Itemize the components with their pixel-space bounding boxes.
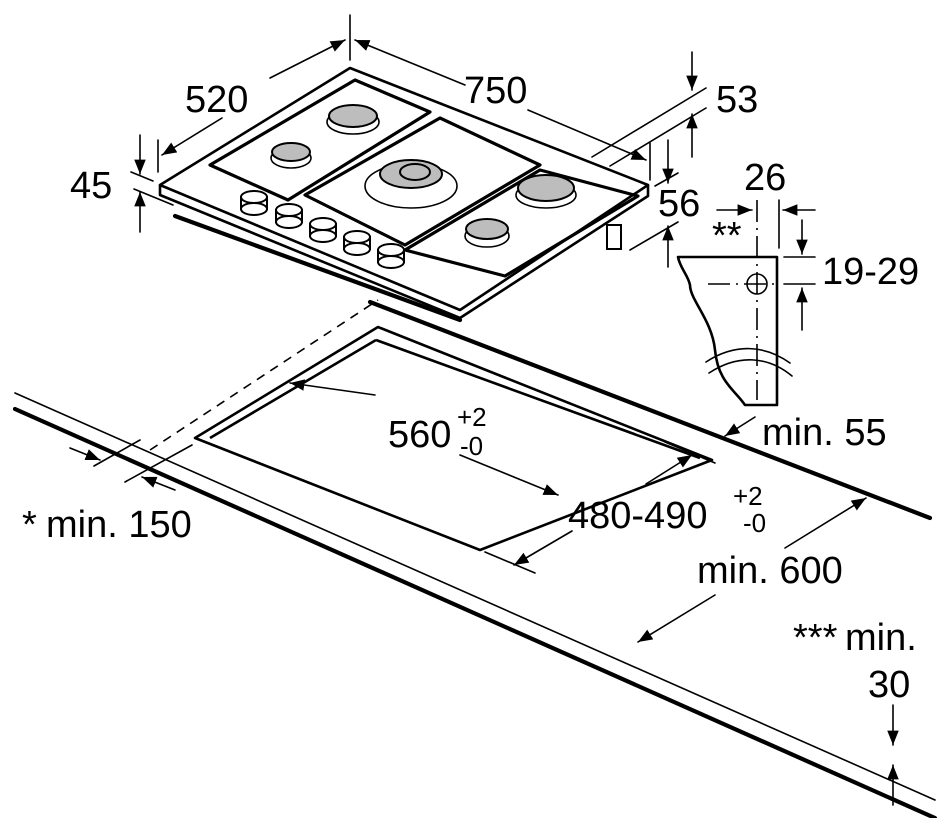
control-knob bbox=[275, 203, 303, 229]
hob bbox=[158, 66, 650, 323]
dim-750-line-right bbox=[527, 109, 647, 161]
worktop bbox=[12, 299, 938, 818]
dim-480-arrow-bottom bbox=[513, 530, 573, 566]
label-height: 45 bbox=[70, 165, 112, 207]
worktop-bottom-front-edge bbox=[12, 406, 938, 818]
dim-55-arrow bbox=[724, 416, 756, 437]
worktop-top-front-edge bbox=[14, 392, 936, 801]
dim-53-ext-top bbox=[591, 87, 707, 158]
bracket-break-line-1 bbox=[705, 347, 791, 364]
dim-560-arrow-left bbox=[289, 379, 376, 396]
pan-support-right bbox=[403, 168, 640, 278]
control-knob bbox=[343, 230, 371, 256]
burner-rear-left bbox=[326, 104, 380, 135]
label-worktop-thickness-marker: *** bbox=[793, 617, 838, 659]
label-bracket-width: 26 bbox=[744, 157, 786, 199]
label-depth: 520 bbox=[185, 79, 248, 121]
burner-front-left bbox=[270, 142, 312, 169]
dim-480-ext-top bbox=[664, 441, 716, 464]
pan-support-middle bbox=[303, 116, 542, 247]
label-cutout-depth-tol-minus: -0 bbox=[743, 508, 766, 538]
label-back-clearance: min. 55 bbox=[762, 412, 887, 454]
control-knob bbox=[240, 190, 268, 216]
control-knob bbox=[377, 243, 405, 269]
label-width: 750 bbox=[464, 70, 527, 112]
label-side-clearance: min. 150 bbox=[46, 504, 192, 546]
dim-480-ext-bottom bbox=[484, 551, 536, 574]
label-cutout-width-tol-minus: -0 bbox=[460, 431, 483, 461]
label-bracket-height-range: 19-29 bbox=[822, 251, 919, 293]
label-worktop-thickness-min: min. bbox=[845, 617, 917, 659]
control-knob bbox=[309, 217, 337, 243]
label-worktop-depth: min. 600 bbox=[697, 550, 843, 592]
dim-600-arrow-bottom bbox=[637, 594, 716, 643]
label-cutout-depth-tol-plus: +2 bbox=[733, 481, 763, 511]
label-cutout-width-tol-plus: +2 bbox=[457, 402, 487, 432]
dim-150-arrow-right bbox=[141, 476, 176, 491]
dim-560-arrow-right bbox=[459, 454, 559, 496]
dim-150-ext-right bbox=[124, 444, 193, 483]
bracket-break-line-2 bbox=[708, 359, 793, 377]
label-side-clearance-marker: * bbox=[22, 504, 37, 546]
bracket-profile bbox=[676, 255, 779, 407]
label-bracket-marker: ** bbox=[712, 215, 742, 257]
burner-wok-center bbox=[364, 159, 458, 209]
bracket-detail bbox=[676, 199, 816, 407]
dim-480-arrow-top bbox=[645, 454, 693, 485]
label-cutout-depth: 480-490 bbox=[568, 495, 707, 537]
worktop-left-edge-hidden bbox=[149, 299, 379, 451]
pan-support-left bbox=[208, 78, 432, 202]
label-right-offset: 56 bbox=[658, 183, 700, 225]
dim-520-line-bottom bbox=[161, 117, 223, 156]
dim-520-line-top bbox=[269, 39, 346, 79]
dimension-lines bbox=[69, 14, 899, 806]
dimension-labels: 750 520 45 53 56 26 ** 19-29 560 +2 -0 4… bbox=[22, 70, 919, 706]
dim-600-arrow-top bbox=[784, 497, 867, 549]
control-knobs bbox=[240, 190, 405, 269]
label-cutout-width: 560 bbox=[388, 414, 451, 456]
burner-rear-right bbox=[515, 174, 577, 209]
burner-front-right bbox=[464, 218, 510, 248]
cutout-inner-back bbox=[375, 338, 701, 460]
dim-150-ext-left bbox=[93, 439, 141, 467]
label-rear-offset: 53 bbox=[716, 79, 758, 121]
label-worktop-thickness-value: 30 bbox=[868, 664, 910, 706]
cutout-inner-left bbox=[209, 338, 377, 440]
gas-connector bbox=[606, 224, 622, 250]
dim-750-line-left bbox=[354, 39, 466, 86]
worktop-back-edge bbox=[367, 299, 933, 521]
dim-150-arrow-left bbox=[69, 447, 101, 461]
hob-base-lip bbox=[172, 213, 463, 323]
dim-45-ext-top bbox=[130, 171, 154, 182]
cutout-outer-edge bbox=[193, 325, 714, 552]
dim-56-ext-bottom bbox=[629, 221, 679, 251]
